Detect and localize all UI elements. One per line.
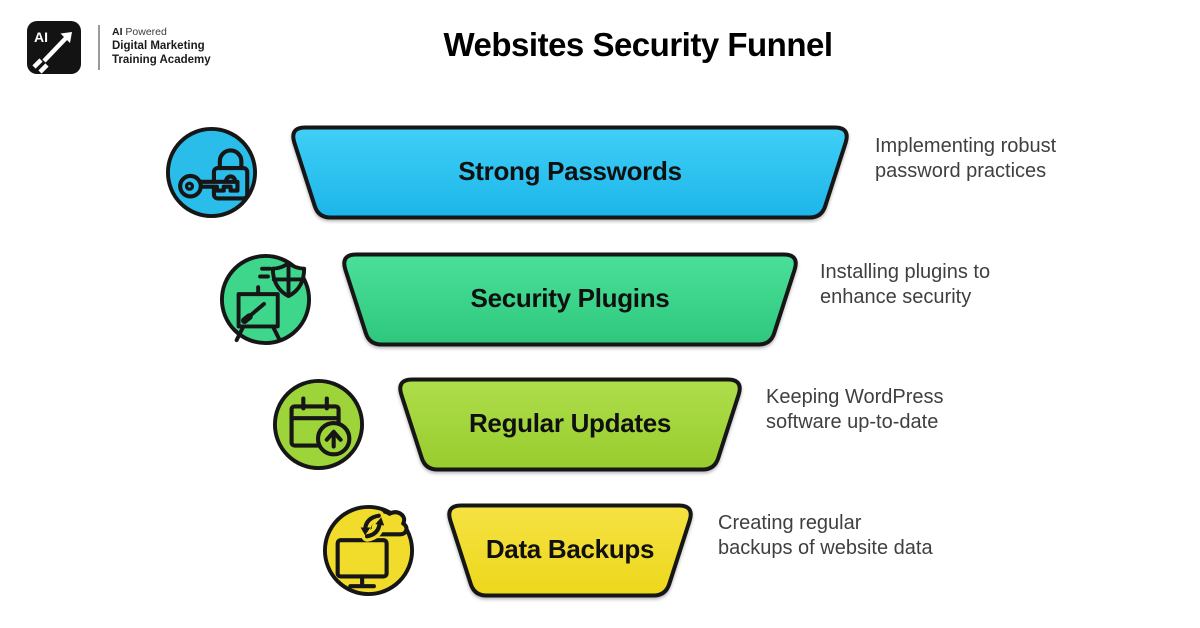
- funnel-stage-strong-passwords: Strong Passwords: [287, 125, 853, 220]
- logo-wordmark: AI Powered Digital Marketing Training Ac…: [112, 26, 211, 67]
- stage-label: Data Backups: [485, 534, 655, 564]
- funnel-stage-regular-updates: Regular Updates: [394, 377, 746, 472]
- stage-description: Creating regular backups of website data: [718, 512, 933, 559]
- stage-description: Implementing robust password practices: [875, 135, 1057, 182]
- logo-line-1: AI Powered: [112, 26, 167, 38]
- stage-label: Strong Passwords: [458, 156, 682, 186]
- monitor-cloud-sync-icon: [322, 504, 415, 597]
- brand-logo-icon: AI: [27, 21, 81, 74]
- logo-badge-text: AI: [34, 29, 48, 45]
- logo-divider: [98, 25, 100, 70]
- stage-description: Keeping WordPress software up-to-date: [766, 386, 944, 433]
- logo-line-3: Training Academy: [112, 54, 211, 66]
- lock-key-icon: [165, 126, 258, 219]
- stage-description: Installing plugins to enhance security: [820, 261, 991, 308]
- easel-shield-icon: [219, 253, 312, 346]
- funnel-stage-data-backups: Data Backups: [443, 503, 697, 598]
- logo-line-2: Digital Marketing: [112, 40, 205, 52]
- funnel-stage-security-plugins: Security Plugins: [338, 252, 802, 347]
- calendar-update-icon: [272, 378, 365, 471]
- page-title: Websites Security Funnel: [443, 26, 834, 63]
- stage-label: Regular Updates: [468, 408, 672, 438]
- stage-label: Security Plugins: [470, 283, 670, 313]
